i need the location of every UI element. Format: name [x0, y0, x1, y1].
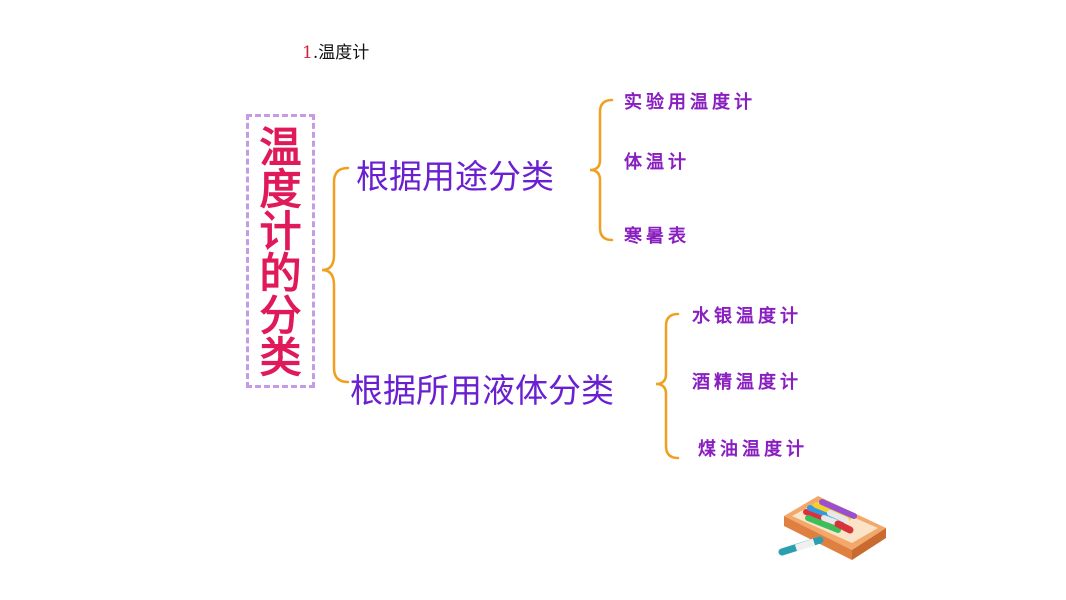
- main-brace: [321, 166, 350, 384]
- leaf-kerosene-thermometer: 煤油温度计: [698, 439, 808, 460]
- root-char: 温: [259, 123, 302, 172]
- crayon-box-icon: [778, 496, 886, 560]
- slide-heading: 1.温度计: [302, 38, 369, 63]
- branch-label-usage: 根据用途分类: [356, 157, 554, 196]
- leaf-weather-thermometer: 寒暑表: [624, 226, 690, 247]
- root-char: 计: [259, 207, 302, 256]
- root-title-box: 温 度 计 的 分 类: [246, 114, 315, 388]
- root-char: 类: [259, 333, 302, 382]
- root-char: 度: [259, 165, 302, 214]
- lower-brace: [655, 312, 680, 460]
- heading-number: 1: [302, 43, 313, 63]
- leaf-body-thermometer: 体温计: [624, 152, 690, 173]
- root-char: 分: [259, 291, 302, 340]
- leaf-lab-thermometer: 实验用温度计: [624, 92, 756, 113]
- root-title: 温 度 计 的 分 类: [249, 127, 312, 379]
- leaf-alcohol-thermometer: 酒精温度计: [692, 372, 802, 393]
- branch-label-liquid: 根据所用液体分类: [350, 371, 614, 410]
- leaf-mercury-thermometer: 水银温度计: [692, 306, 802, 327]
- root-char: 的: [259, 249, 302, 298]
- upper-brace: [589, 98, 614, 242]
- heading-text: .温度计: [312, 43, 370, 63]
